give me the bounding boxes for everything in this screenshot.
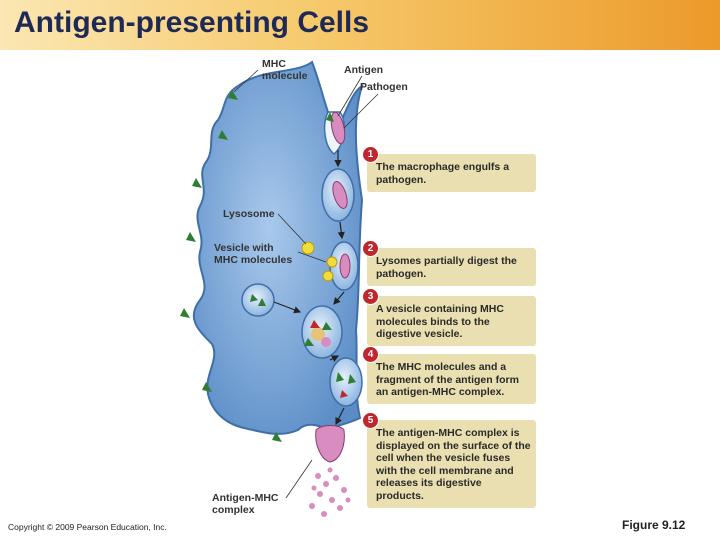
fused-vesicle (315, 425, 345, 463)
step-4-badge: 4 (362, 346, 379, 363)
step-2-box: Lysomes partially digest the pathogen. (367, 248, 536, 286)
step-1-text: The macrophage engulfs a pathogen. (376, 161, 510, 186)
step-5-box: The antigen-MHC complex is displayed on … (367, 420, 536, 508)
pathogen (330, 111, 346, 145)
step-4-text: The MHC molecules and a fragment of the … (376, 361, 519, 398)
step-3-badge: 3 (362, 288, 379, 305)
digest-fragments (304, 320, 332, 347)
vesicle-label: Vesicle with MHC molecules (214, 242, 293, 266)
antigen-mhc-fragments (336, 372, 356, 398)
vesicle-mhc-markers (250, 294, 266, 306)
page-title: Antigen-presenting Cells (14, 6, 370, 39)
label-leaders (233, 69, 379, 499)
step-2-badge: 2 (362, 240, 379, 257)
step-3-box: A vesicle containing MHC molecules binds… (367, 296, 536, 346)
pathogen-1 (332, 181, 348, 209)
step-4-box: The MHC molecules and a fragment of the … (367, 354, 536, 404)
pathogen-label: Pathogen (360, 81, 408, 93)
surface-mhc-markers (180, 90, 334, 442)
lysosome-label: Lysosome (223, 208, 275, 220)
step-5-badge: 5 (362, 412, 379, 429)
digestive-products (309, 467, 351, 517)
lysosome-b (326, 256, 338, 268)
lysosome-a (301, 241, 315, 255)
lysosome-c (322, 270, 334, 282)
copyright-text: Copyright © 2009 Pearson Education, Inc. (8, 522, 167, 532)
complex-vesicle (329, 357, 363, 407)
figure-number: Figure 9.12 (622, 518, 686, 532)
step-5-text: The antigen-MHC complex is displayed on … (376, 427, 531, 502)
mhc-molecule-label: MHC molecule (262, 58, 308, 82)
step-1-badge: 1 (362, 146, 379, 163)
process-arrows (273, 150, 345, 426)
title-bar: Antigen-presenting Cells (0, 0, 720, 50)
antigen-mhc-complex-label: Antigen-MHC complex (212, 492, 279, 516)
antigen-label: Antigen (344, 64, 384, 76)
step-2-text: Lysomes partially digest the pathogen. (376, 255, 517, 280)
pathogen-2 (339, 253, 351, 279)
step-1-box: The macrophage engulfs a pathogen. (367, 154, 536, 192)
step-3-text: A vesicle containing MHC molecules binds… (376, 303, 504, 340)
